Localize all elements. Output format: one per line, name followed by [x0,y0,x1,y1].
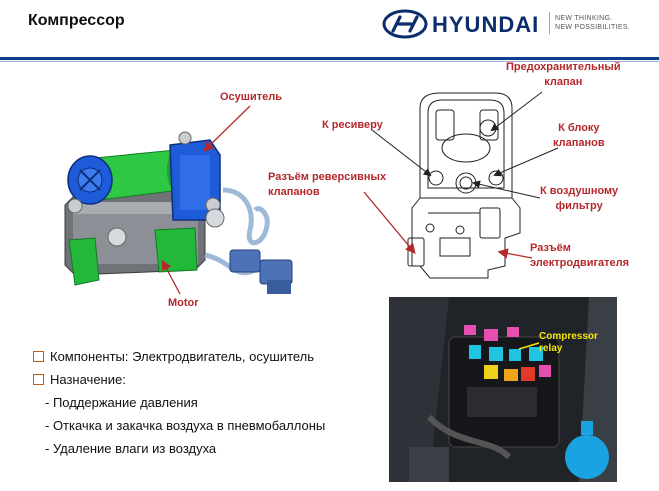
purpose-item: - Удаление влаги из воздуха [45,441,217,456]
slide-title: Компрессор [28,12,125,29]
header-divider-thin [0,61,659,62]
components-text: Компоненты: Электродвигатель, осушитель [50,349,315,364]
to-valve-block-label-line1: К блоку [558,122,600,134]
tagline-line1: NEW THINKING. [555,15,613,22]
checkbox-bullet-icon [33,351,44,362]
reverse-valve-connector-label: Разъём реверсивных клапанов [268,170,386,200]
safety-valve-label-line1: Предохранительный [506,61,621,73]
engine-bay-photo: Compressor relay [389,297,617,482]
brand-name: HYUNDAI [432,12,540,37]
purpose-text: Назначение: [50,372,126,387]
description-list: Компоненты: Электродвигатель, осушитель … [33,345,325,460]
reverse-valve-connector-label-line1: Разъём реверсивных [268,171,387,183]
safety-valve-label-line2: клапан [544,76,583,88]
compressor-relay-label-line1: Compressor [539,331,598,342]
bullet-purpose: Назначение: [33,368,325,391]
hyundai-logo-icon [382,9,428,39]
dryer-label: Осушитель [220,91,282,103]
bullet-components: Компоненты: Электродвигатель, осушитель [33,345,325,368]
compressor-relay-label: Compressor relay [539,331,598,355]
compressor-illustration [64,131,293,294]
engine-bay-photo-art [389,297,617,482]
compressor-relay-label-line2: relay [539,343,563,354]
purpose-item: - Поддержание давления [45,395,198,410]
motor-connector-label-line1: Разъём [530,242,571,254]
motor-connector-label: Разъём электродвигателя [530,241,629,271]
relay-pointer-arrow [518,342,540,350]
to-receiver-label: К ресиверу [322,119,383,131]
tagline-divider [549,12,550,34]
reverse-valve-connector-label-line2: клапанов [268,186,320,198]
purpose-item: - Откачка и закачка воздуха в пневмобалл… [45,418,326,433]
to-air-filter-label: К воздушному фильтру [540,184,618,214]
tagline-line2: NEW POSSIBILITIES. [555,24,631,31]
compressor-top-view-drawing [407,92,521,279]
checkbox-bullet-icon [33,374,44,385]
header-divider [0,57,659,60]
to-air-filter-label-line2: фильтру [555,200,603,212]
motor-connector-label-line2: электродвигателя [530,257,630,269]
to-valve-block-label: К блоку клапанов [553,121,605,151]
safety-valve-label: Предохранительный клапан [506,60,621,90]
motor-label: Motor [168,297,199,309]
to-air-filter-label-line1: К воздушному [540,185,619,197]
to-valve-block-label-line2: клапанов [553,137,605,149]
brand-tagline: NEW THINKING. NEW POSSIBILITIES. [555,14,630,32]
